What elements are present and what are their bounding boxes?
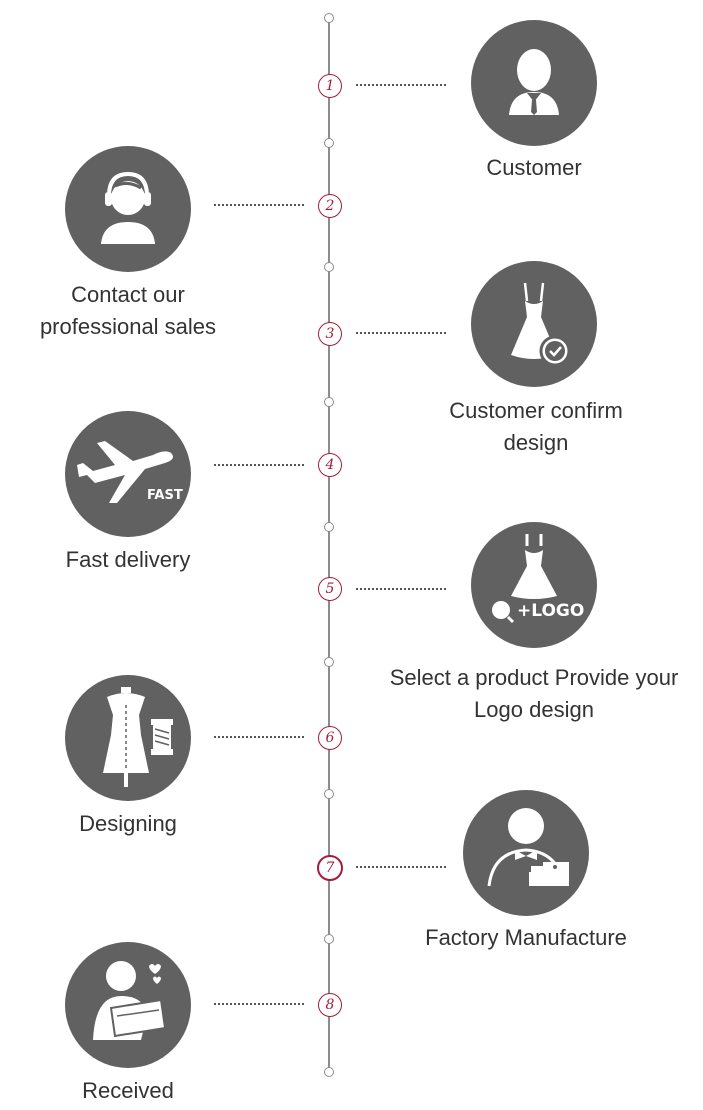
timeline-dot <box>324 522 334 532</box>
connector-dashes <box>214 1003 304 1005</box>
person-package-icon <box>93 961 167 1040</box>
step-number: 1 <box>318 74 342 98</box>
step-number: 2 <box>318 194 342 218</box>
headset-sales-icon <box>101 171 155 244</box>
connector-dashes <box>356 588 446 590</box>
step-label: Factory Manufacture <box>425 925 627 950</box>
step-number: 8 <box>318 993 342 1017</box>
connector-dashes <box>356 84 446 86</box>
timeline-dot <box>324 934 334 944</box>
timeline-dot <box>324 789 334 799</box>
step-number: 5 <box>318 577 342 601</box>
airplane-fast-icon: FAST <box>77 441 183 503</box>
step-label: Received <box>82 1078 174 1103</box>
timeline-dot <box>324 138 334 148</box>
step-number: 7 <box>317 855 343 881</box>
connector-dashes <box>214 204 304 206</box>
connector-dashes <box>356 332 446 334</box>
timeline-dot <box>324 13 334 23</box>
svg-text:FAST: FAST <box>147 488 183 503</box>
step-label: Fast delivery <box>65 547 191 572</box>
step-label: Customer confirm design <box>449 398 623 455</box>
step-icon-circle <box>65 942 191 1068</box>
timeline-dot <box>324 262 334 272</box>
customer-icon <box>509 49 559 115</box>
dress-logo-icon: +LOGO <box>492 534 584 624</box>
step-label: Designing <box>79 811 177 836</box>
step-icon-circle <box>471 20 597 146</box>
mannequin-thread-icon <box>103 687 173 787</box>
dress-check-icon <box>511 282 571 367</box>
step-icon-circle <box>65 146 191 272</box>
step-number: 3 <box>318 322 342 346</box>
connector-dashes <box>356 866 446 868</box>
timeline-dot <box>324 1067 334 1077</box>
step-icon-circle: FAST <box>65 411 191 537</box>
timeline-line <box>328 18 330 1074</box>
step-label: Contact our professional sales <box>39 282 217 339</box>
tailor-sewing-machine-icon <box>487 808 569 887</box>
step-icon-circle: +LOGO <box>471 522 597 648</box>
step-label: Select a product Provide your Logo desig… <box>389 665 679 722</box>
step-icon-circle <box>463 790 589 916</box>
step-label: Customer <box>486 155 582 180</box>
step-icon-circle <box>471 261 597 387</box>
step-number: 6 <box>318 726 342 750</box>
step-number: 4 <box>318 453 342 477</box>
connector-dashes <box>214 464 304 466</box>
timeline-dot <box>324 657 334 667</box>
svg-text:+LOGO: +LOGO <box>517 601 584 621</box>
step-icon-circle <box>65 675 191 801</box>
connector-dashes <box>214 736 304 738</box>
timeline-dot <box>324 397 334 407</box>
